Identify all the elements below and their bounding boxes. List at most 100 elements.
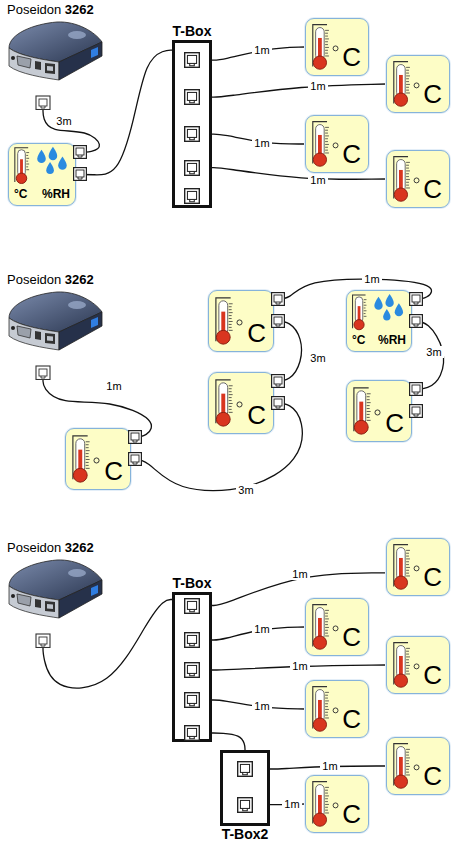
port-socket xyxy=(271,314,284,327)
humidity-sensor: °C %RH xyxy=(346,290,412,352)
sensor-cable xyxy=(212,733,245,750)
unit-mark: C xyxy=(342,44,361,70)
thermometer-icon xyxy=(313,687,338,732)
cable-length: 1m xyxy=(308,174,327,186)
cable-port xyxy=(237,761,253,777)
cable-port xyxy=(271,396,285,410)
temperature-sensor: C xyxy=(65,428,131,490)
device-title: Poseidon 3262 xyxy=(7,541,94,554)
port-socket xyxy=(409,314,422,327)
temperature-sensor: C xyxy=(386,538,450,596)
unit-mark: %RH xyxy=(42,188,70,200)
temperature-sensor: C xyxy=(208,372,274,434)
unit-mark: C xyxy=(423,176,442,202)
cable-port xyxy=(184,598,200,614)
thermometer-icon xyxy=(313,605,338,650)
cable-length: 3m xyxy=(308,352,327,364)
temperature-sensor: C xyxy=(305,18,369,76)
temperature-sensor: C xyxy=(386,150,450,208)
device-picture xyxy=(5,18,105,110)
cable-port xyxy=(73,145,87,159)
unit-mark: C xyxy=(423,81,442,107)
port-socket xyxy=(185,90,200,105)
poseidon-unit: Poseidon 3262 xyxy=(5,2,105,110)
hub-title: T-Box2 xyxy=(222,827,269,841)
cable-length: 1m xyxy=(104,380,123,392)
temperature-sensor: C xyxy=(305,598,369,656)
unit-mark: C xyxy=(385,410,404,436)
cable-port xyxy=(271,292,285,306)
port-socket xyxy=(185,189,200,204)
cable-length: 1m xyxy=(282,798,301,810)
hub-title: T-Box xyxy=(173,24,212,38)
unit-mark: C xyxy=(423,662,442,688)
port-socket xyxy=(185,53,200,68)
port-socket xyxy=(128,452,141,465)
thermometer-icon xyxy=(73,436,99,482)
cable-port xyxy=(409,382,423,396)
cable-length: 1m xyxy=(252,623,271,635)
unit-mark: C xyxy=(342,624,361,650)
cable-length: 1m xyxy=(320,760,339,772)
unit-mark: °C xyxy=(352,334,365,346)
t-box-hub: T-Box2 xyxy=(220,750,270,826)
cable-port xyxy=(128,452,142,466)
cable-port xyxy=(409,314,423,328)
cable-length: 3m xyxy=(424,346,443,358)
unit-mark: %RH xyxy=(378,334,406,346)
cable-port xyxy=(128,430,142,444)
thermometer-icon xyxy=(313,782,338,827)
cable-length: 1m xyxy=(252,700,271,712)
sensor-cable xyxy=(212,84,386,97)
unit-mark: C xyxy=(423,564,442,590)
port-socket xyxy=(73,146,86,159)
model-number: 3262 xyxy=(61,2,94,17)
device-picture xyxy=(5,556,105,648)
device-drawing xyxy=(9,292,102,380)
port-socket xyxy=(238,797,253,812)
port-socket xyxy=(271,396,284,409)
cable-port xyxy=(409,404,423,418)
cable-length: 3m xyxy=(54,115,73,127)
thermometer-icon xyxy=(313,122,338,167)
cable-length: 1m xyxy=(252,44,271,56)
humidity-sensor: °C %RH xyxy=(8,143,76,206)
model-name: Poseidon xyxy=(7,272,61,287)
device-drawing xyxy=(9,22,102,110)
cable-port xyxy=(184,692,200,708)
sensor-cable xyxy=(76,50,172,175)
port-socket xyxy=(73,168,86,181)
port-socket xyxy=(238,762,253,777)
model-number: 3262 xyxy=(61,272,94,287)
poseidon-unit: Poseidon 3262 xyxy=(5,540,105,648)
thermometer-icon xyxy=(354,388,380,434)
thermometer-icon xyxy=(216,380,242,426)
temperature-sensor: C xyxy=(386,737,450,795)
temperature-sensor: C xyxy=(208,290,274,352)
port-socket xyxy=(185,598,200,613)
model-number: 3262 xyxy=(61,540,94,555)
cable-port xyxy=(237,797,253,813)
thermometer-icon xyxy=(394,157,419,202)
unit-mark: °C xyxy=(14,188,27,200)
thermometer-icon xyxy=(394,62,419,107)
model-name: Poseidon xyxy=(7,540,61,555)
cable-port xyxy=(184,632,200,648)
temperature-sensor: C xyxy=(305,680,369,738)
unit-mark: C xyxy=(247,402,266,428)
humidity-icon xyxy=(15,147,67,184)
cable-length: 1m xyxy=(252,137,271,149)
unit-mark: C xyxy=(342,141,361,167)
cable-port xyxy=(184,160,200,176)
cable-length: 1m xyxy=(290,660,309,672)
port-socket xyxy=(271,374,284,387)
unit-mark: C xyxy=(342,706,361,732)
thermometer-icon xyxy=(394,545,419,590)
sensor-cable xyxy=(274,321,302,381)
unit-mark: C xyxy=(342,801,361,827)
thermometer-icon xyxy=(394,744,419,789)
cable-port xyxy=(271,314,285,328)
port-socket xyxy=(185,663,200,678)
thermometer-icon xyxy=(313,25,338,70)
